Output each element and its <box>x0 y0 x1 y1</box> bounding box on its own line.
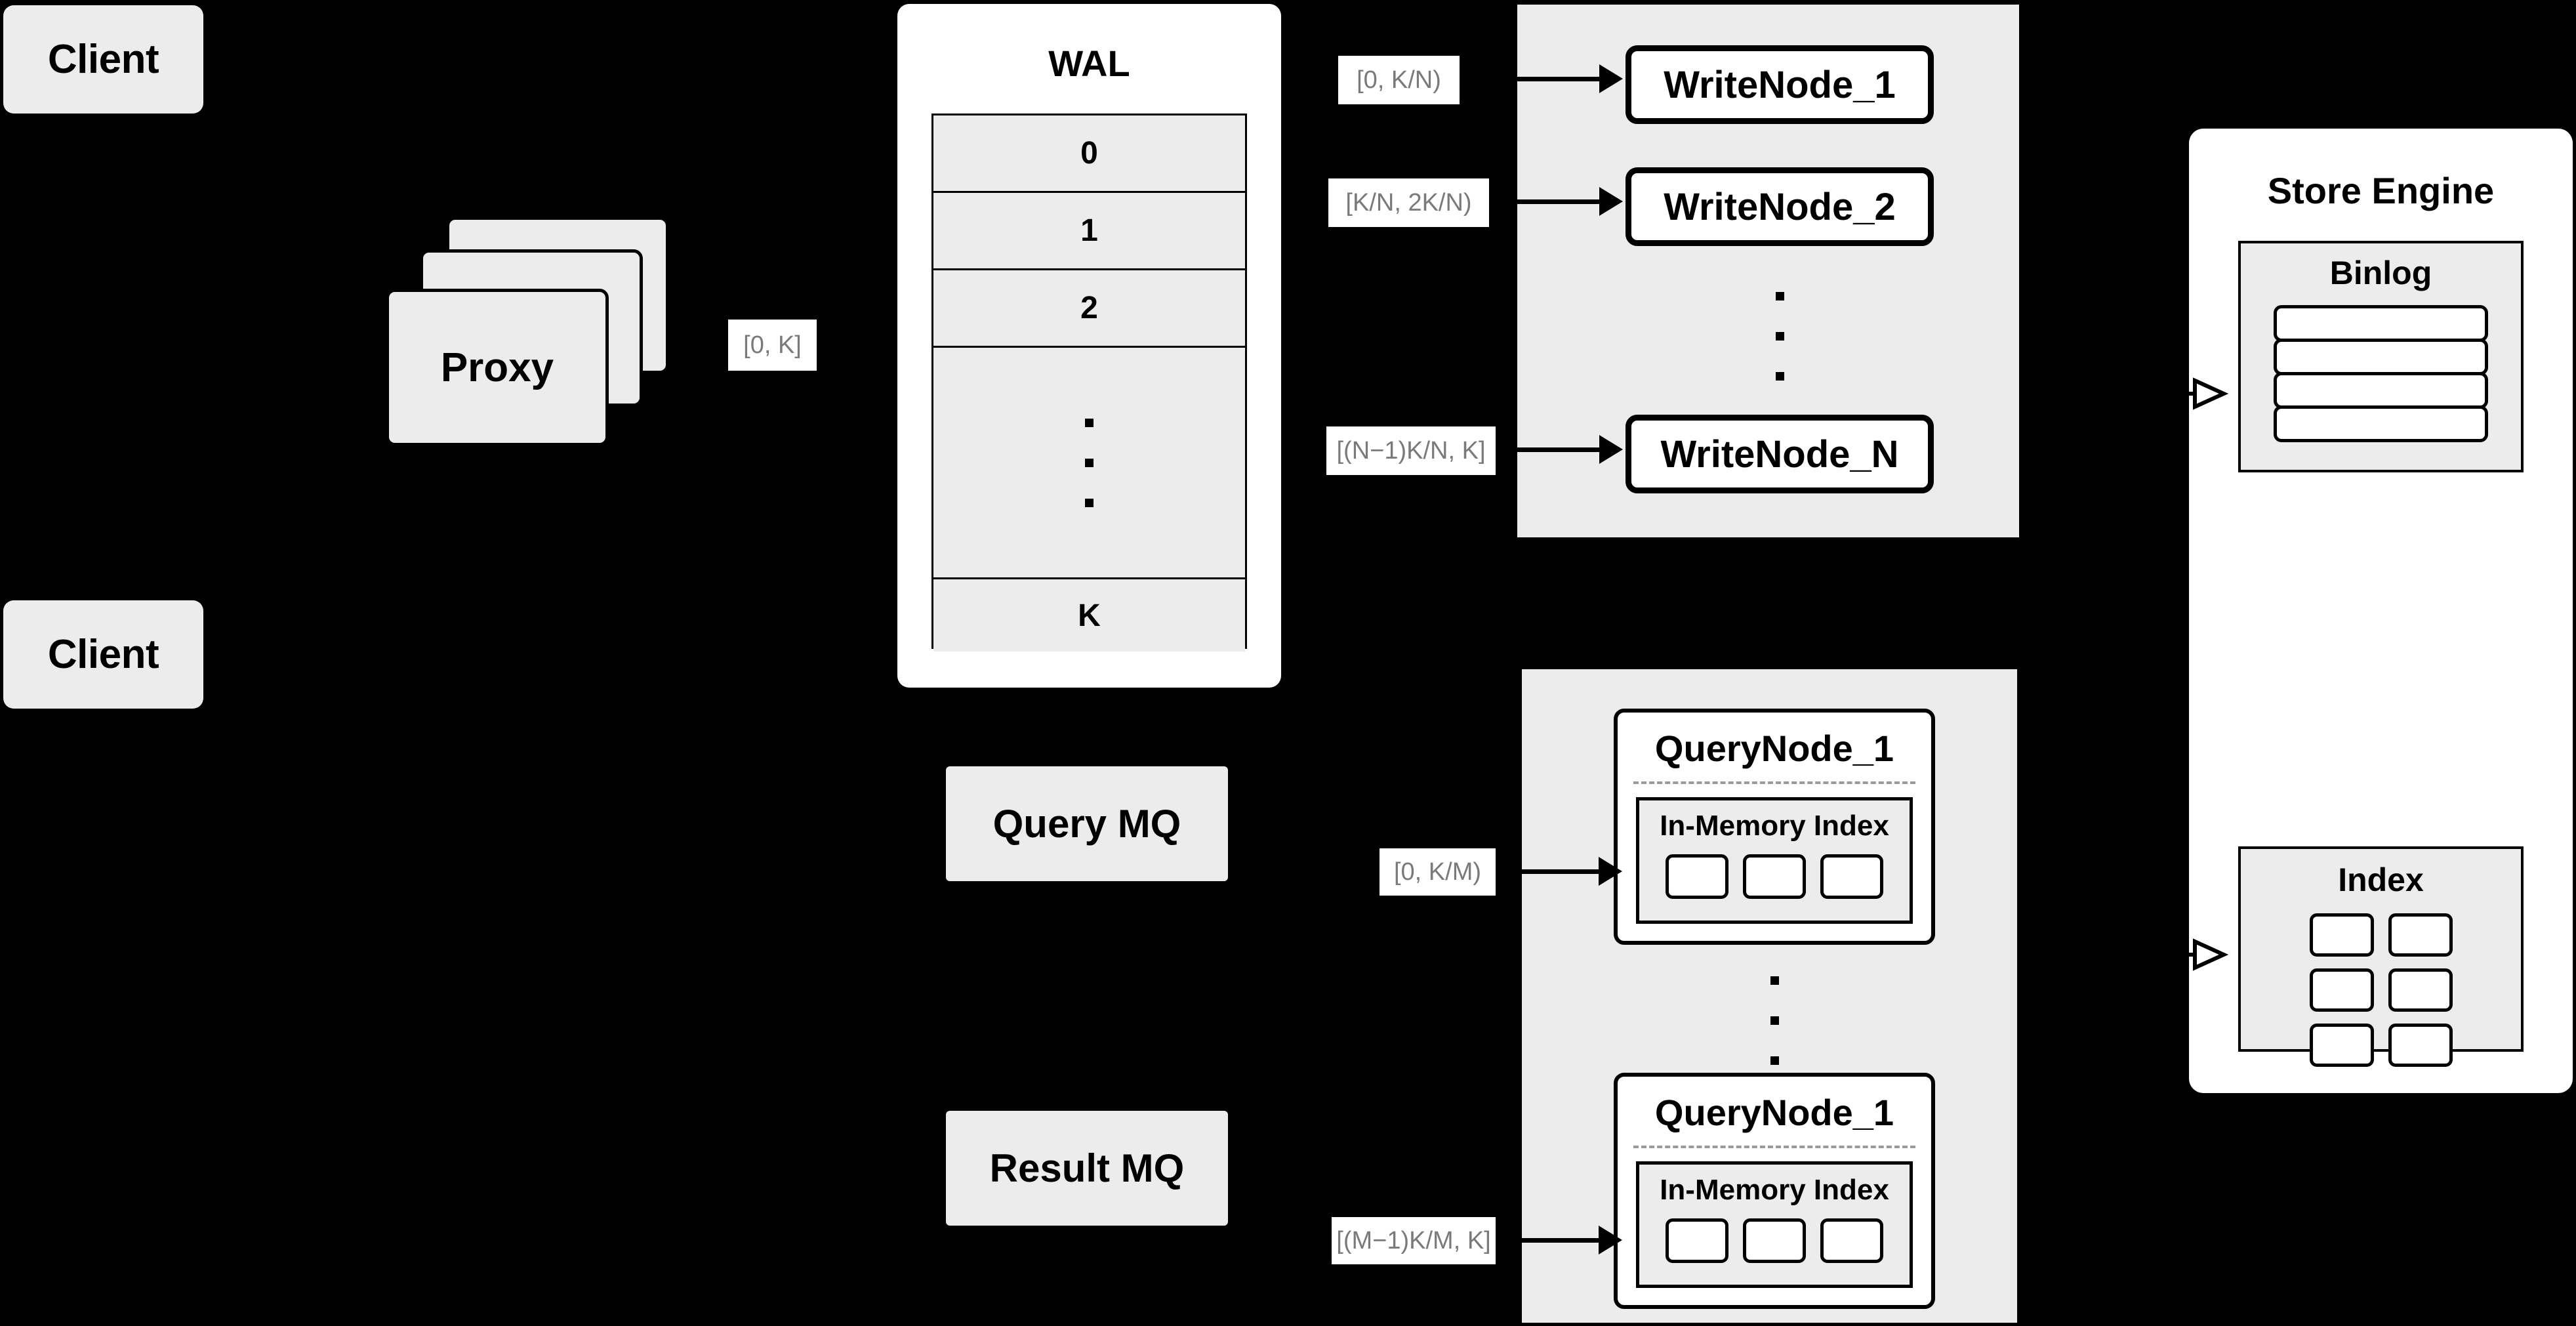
binlog-bar[interactable] <box>2274 405 2488 442</box>
wal-container: WAL 0 1 2 K <box>897 4 1281 688</box>
store-index-cell[interactable] <box>2388 968 2453 1012</box>
arrow-line-to-query-node-2 <box>1522 1238 1599 1243</box>
store-engine-title: Store Engine <box>2267 170 2495 211</box>
query-node-1-title: QueryNode_1 <box>1654 728 1894 769</box>
ellipsis-dot <box>1770 1056 1779 1065</box>
in-memory-index-panel-2: In-Memory Index <box>1636 1161 1913 1288</box>
arrow-line-to-query-node-1 <box>1522 869 1599 874</box>
ellipsis-dot <box>1085 458 1094 467</box>
write-node-n-label: WriteNode_N <box>1660 432 1899 476</box>
write-node-1-label: WriteNode_1 <box>1664 63 1896 106</box>
in-memory-index-cells-1 <box>1639 854 1910 899</box>
index-cell[interactable] <box>1666 1218 1728 1263</box>
in-memory-index-title-1: In-Memory Index <box>1660 810 1889 842</box>
store-index-panel: Index <box>2238 846 2524 1067</box>
query-node-1-range-label: [0, K/M) <box>1380 848 1496 896</box>
ellipsis-dot <box>1775 331 1784 341</box>
client-label-1: Client <box>47 37 159 82</box>
ellipsis-dot <box>1085 498 1094 507</box>
arrow-head-to-write-node-2 <box>1599 187 1623 216</box>
wal-row-ellipsis <box>933 348 1245 579</box>
binlog-bar[interactable] <box>2274 339 2488 375</box>
wal-row: 1 <box>933 193 1245 270</box>
write-node-1[interactable]: WriteNode_1 <box>1625 45 1934 124</box>
query-node-2-separator <box>1633 1146 1915 1148</box>
in-memory-index-cells-2 <box>1639 1218 1910 1263</box>
store-engine-container: Store Engine Binlog Index <box>2189 129 2573 1093</box>
wal-row: K <box>933 579 1245 652</box>
write-cluster-ellipsis <box>1750 270 1809 402</box>
wal-table: 0 1 2 K <box>931 114 1247 652</box>
ellipsis-dot <box>1085 418 1094 427</box>
query-node-2-range-text: [(M−1)K/M, K] <box>1336 1226 1491 1254</box>
store-index-grid <box>2274 913 2488 1067</box>
store-index-cell[interactable] <box>2309 913 2374 957</box>
arrow-open-to-store-index <box>2158 935 2230 974</box>
store-index-cell[interactable] <box>2309 968 2374 1012</box>
query-cluster-ellipsis <box>1745 955 1804 1086</box>
query-mq-label: Query MQ <box>992 802 1181 846</box>
binlog-bar[interactable] <box>2274 305 2488 342</box>
write-node-2-range-label: [K/N, 2K/N) <box>1328 178 1489 227</box>
write-node-1-range-text: [0, K/N) <box>1357 66 1441 94</box>
index-cell[interactable] <box>1743 854 1806 899</box>
write-node-cluster: WriteNode_1 WriteNode_2 WriteNode_N <box>1517 5 2019 537</box>
ellipsis-dot <box>1770 976 1779 985</box>
proxy-node[interactable]: Proxy <box>386 289 609 446</box>
arrow-head-to-query-node-1 <box>1599 857 1622 886</box>
query-mq-box[interactable]: Query MQ <box>946 766 1228 881</box>
in-memory-index-panel-1: In-Memory Index <box>1636 797 1913 924</box>
query-node-2-range-label: [(M−1)K/M, K] <box>1332 1217 1496 1264</box>
result-mq-label: Result MQ <box>989 1146 1185 1190</box>
ellipsis-dot <box>1775 291 1784 300</box>
write-node-n[interactable]: WriteNode_N <box>1625 415 1934 493</box>
binlog-bar[interactable] <box>2274 372 2488 409</box>
store-index-cell[interactable] <box>2388 913 2453 957</box>
client-box-2[interactable]: Client <box>3 600 203 709</box>
write-node-2-label: WriteNode_2 <box>1664 185 1896 228</box>
store-index-cell[interactable] <box>2388 1024 2453 1067</box>
in-memory-index-title-2: In-Memory Index <box>1660 1174 1889 1206</box>
store-index-title: Index <box>2338 861 2424 898</box>
index-cell[interactable] <box>1666 854 1728 899</box>
client-box-1[interactable]: Client <box>3 5 203 114</box>
proxy-out-range-label: [0, K] <box>728 320 817 371</box>
arrow-line-to-write-node-n <box>1517 447 1599 452</box>
ellipsis-dot <box>1775 371 1784 381</box>
proxy-label: Proxy <box>440 344 554 390</box>
client-label-2: Client <box>47 632 159 677</box>
binlog-panel: Binlog <box>2238 241 2524 472</box>
write-node-1-range-label: [0, K/N) <box>1338 56 1460 104</box>
index-cell[interactable] <box>1743 1218 1806 1263</box>
result-mq-box[interactable]: Result MQ <box>946 1111 1228 1226</box>
index-cell[interactable] <box>1820 854 1883 899</box>
query-node-cluster: QueryNode_1 In-Memory Index QueryNode_1 <box>1522 669 2017 1323</box>
write-node-n-range-label: [(N−1)K/N, K] <box>1326 426 1496 475</box>
proxy-out-range-text: [0, K] <box>743 331 802 359</box>
wal-title: WAL <box>1048 43 1130 84</box>
query-node-1[interactable]: QueryNode_1 In-Memory Index <box>1614 709 1935 945</box>
query-node-2[interactable]: QueryNode_1 In-Memory Index <box>1614 1073 1935 1309</box>
query-node-2-title: QueryNode_1 <box>1654 1092 1894 1133</box>
write-node-n-range-text: [(N−1)K/N, K] <box>1336 436 1486 465</box>
arrow-head-to-query-node-2 <box>1599 1226 1622 1254</box>
binlog-title: Binlog <box>2329 255 2432 291</box>
arrow-head-to-write-node-n <box>1599 435 1623 464</box>
index-cell[interactable] <box>1820 1218 1883 1263</box>
wal-row: 0 <box>933 115 1245 193</box>
arrow-open-to-binlog <box>2158 374 2230 413</box>
binlog-bars <box>2274 305 2488 442</box>
write-node-2-range-text: [K/N, 2K/N) <box>1345 188 1472 217</box>
arrow-line-to-write-node-1 <box>1517 77 1599 81</box>
arrow-head-to-write-node-1 <box>1599 64 1623 93</box>
query-node-1-separator <box>1633 781 1915 784</box>
query-node-1-range-text: [0, K/M) <box>1393 858 1482 886</box>
write-node-2[interactable]: WriteNode_2 <box>1625 167 1934 246</box>
store-index-cell[interactable] <box>2309 1024 2374 1067</box>
ellipsis-dot <box>1770 1016 1779 1025</box>
arrow-line-to-write-node-2 <box>1517 199 1599 204</box>
wal-row: 2 <box>933 270 1245 348</box>
